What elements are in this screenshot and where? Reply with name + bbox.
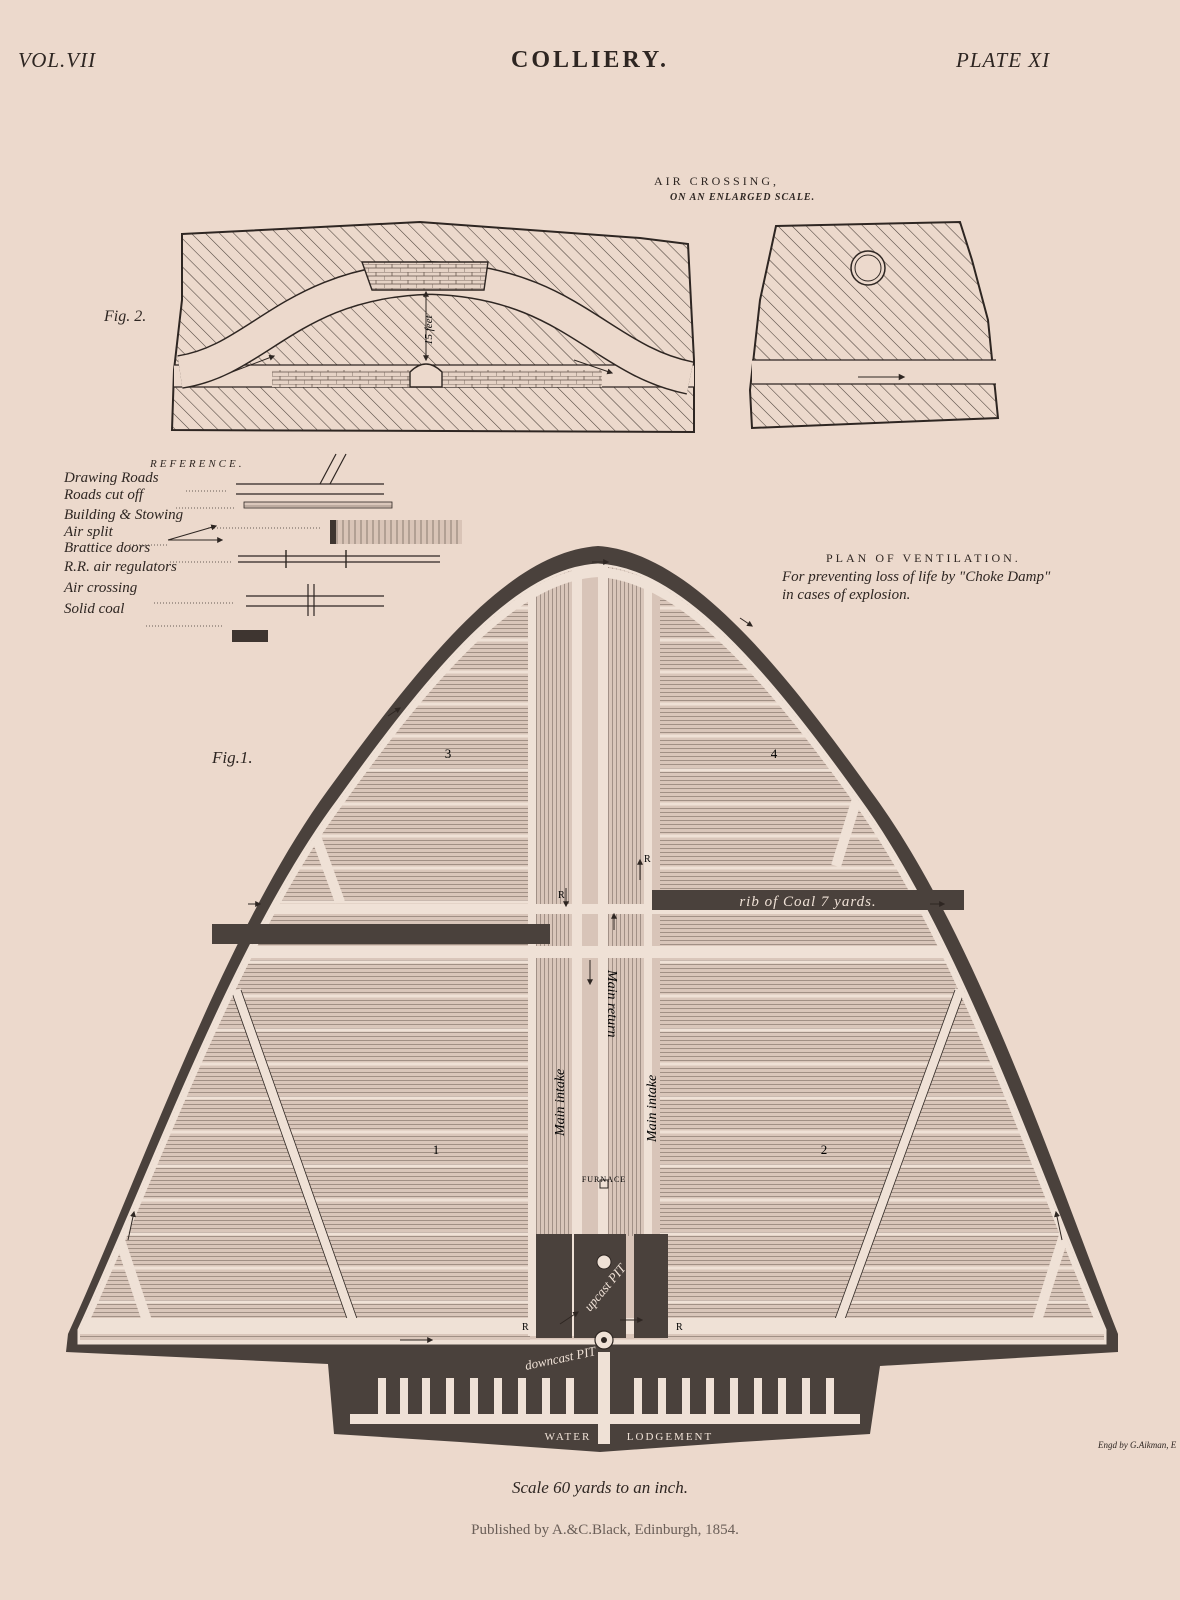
reference-heading: REFERENCE.: [150, 458, 245, 470]
main-intake-left-label: Main intake: [553, 1069, 568, 1137]
reference-item-regulators: R.R. air regulators: [64, 559, 177, 575]
reference-item-roads-cut-off: Roads cut off: [64, 487, 144, 503]
fig2-label: Fig. 2.: [104, 308, 147, 325]
reference-item-drawing-roads: Drawing Roads: [64, 470, 159, 486]
regulator-label-2: R: [644, 854, 651, 865]
air-crossing-title: AIR CROSSING,: [654, 174, 780, 188]
height-label: 15 feet: [423, 314, 435, 345]
rib-of-coal-label: rib of Coal 7 yards.: [739, 894, 876, 910]
regulator-label-3: R: [522, 1322, 529, 1333]
panel-label-3: 3: [445, 746, 452, 761]
regulator-label-4: R: [676, 1322, 683, 1333]
main-intake-right-label: Main intake: [645, 1075, 660, 1143]
panel-label-2: 2: [821, 1142, 828, 1157]
lodgement-label: LODGEMENT: [627, 1431, 713, 1443]
publisher-line: Published by A.&C.Black, Edinburgh, 1854…: [471, 1522, 739, 1538]
air-crossing-subtitle: ON AN ENLARGED SCALE.: [670, 192, 816, 203]
main-return-label: Main return: [604, 969, 619, 1038]
reference-item-brattice-doors: Brattice doors: [64, 540, 151, 556]
plan-subtitle-1: For preventing loss of life by "Choke Da…: [782, 569, 1051, 585]
scale-label: Scale 60 yards to an inch.: [512, 1478, 688, 1497]
reference-item-air-split: Air split: [64, 524, 113, 540]
engraver-credit: Engd by G.Aikman, E: [1098, 1440, 1177, 1450]
panel-label-4: 4: [771, 746, 778, 761]
fig1-label: Fig.1.: [212, 748, 253, 767]
plate-title: COLLIERY.: [511, 47, 669, 73]
furnace-label: FURNACE: [582, 1175, 626, 1184]
plan-title: PLAN OF VENTILATION.: [826, 551, 1021, 565]
regulator-label-1: R: [558, 890, 565, 901]
reference-item-solid-coal: Solid coal: [64, 601, 125, 617]
reference-item-building-stowing: Building & Stowing: [64, 507, 184, 523]
panel-label-1: 1: [433, 1142, 440, 1157]
plate-number: PLATE XI: [956, 48, 1051, 72]
plan-subtitle-2: in cases of explosion.: [782, 587, 911, 603]
volume-label: VOL.VII: [18, 48, 97, 72]
reference-item-air-crossing: Air crossing: [64, 580, 138, 596]
water-label: WATER: [545, 1431, 592, 1443]
